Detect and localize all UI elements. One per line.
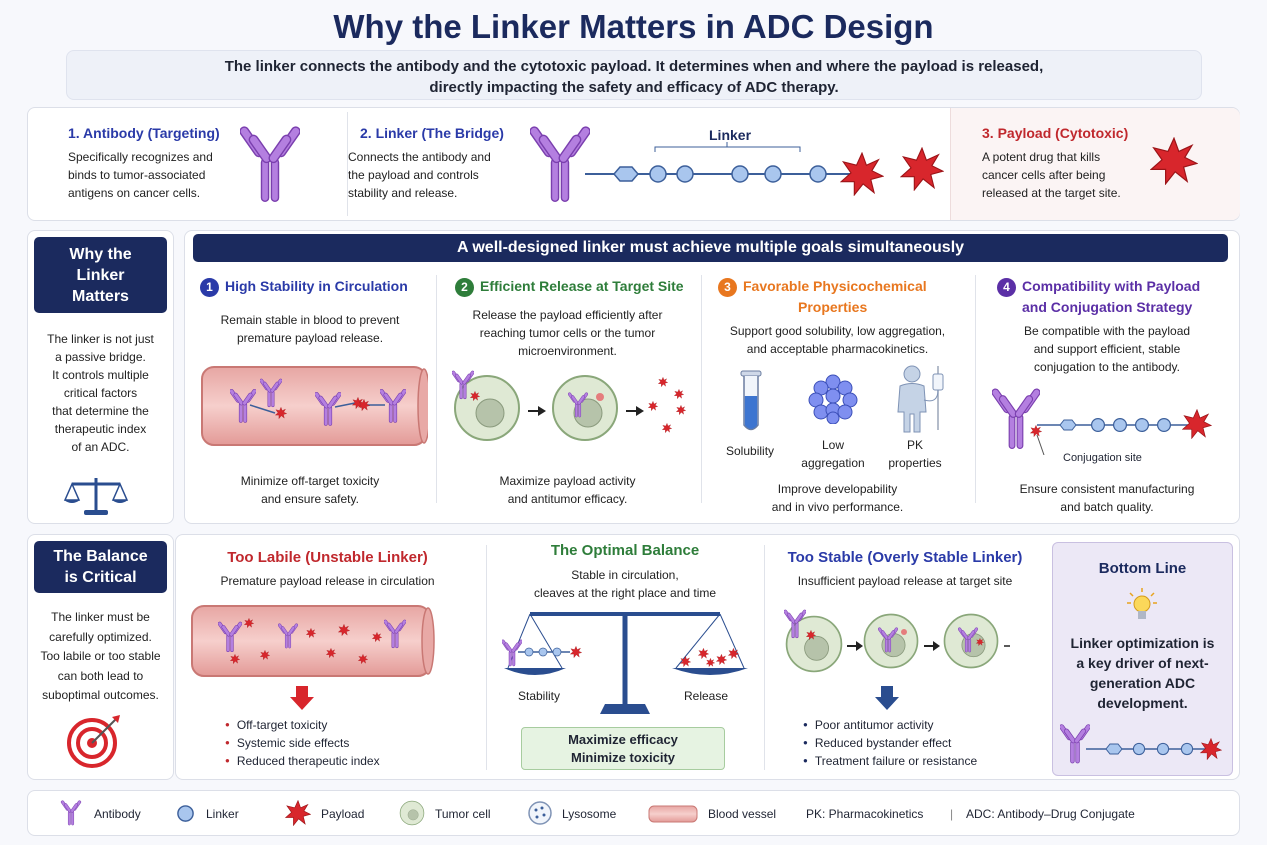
goal-3-desc: Support good solubility, low aggregation… (729, 324, 946, 356)
test-tube-icon (740, 370, 762, 431)
legend-tumor-cell-label: Tumor cell (435, 807, 491, 821)
arrow-down-icon (290, 686, 314, 710)
goals-banner: A well-designed linker must achieve mult… (193, 234, 1228, 262)
legend-lysosome-icon (528, 801, 552, 825)
solubility-label: Solubility (726, 444, 775, 458)
page-title: Why the Linker Matters in ADC Design (333, 8, 934, 45)
legend-payload-label: Payload (321, 807, 365, 821)
pk-person-icon (897, 365, 944, 433)
lightbulb-icon (1127, 588, 1157, 619)
antibody-heading: 1. Antibody (Targeting) (68, 125, 220, 141)
blood-vessel-stable-image (201, 366, 428, 446)
legend-blood-vessel-label: Blood vessel (708, 807, 777, 821)
legend-linker-icon (177, 805, 194, 822)
legend-pk-note: PK: Pharmacokinetics (806, 807, 924, 821)
target-icon (67, 715, 120, 768)
adc-small-icon (1060, 723, 1222, 764)
divider (486, 545, 487, 770)
payload-icon (1150, 137, 1198, 185)
divider (975, 275, 976, 503)
antibody-icon (240, 124, 300, 203)
legend-lysosome-label: Lysosome (562, 807, 617, 821)
subtitle-line: The linker connects the antibody and the… (224, 58, 1044, 75)
arrow-down-icon (875, 686, 899, 710)
stable-outcomes: Poor antitumor activityReduced bystander… (803, 716, 977, 770)
linker-diagram-label: Linker (709, 127, 752, 143)
stability-label: Stability (518, 689, 561, 703)
optimal-title: The Optimal Balance (550, 542, 700, 559)
balance-scale-image (502, 612, 748, 714)
scale-icon (63, 478, 129, 515)
legend-antibody-icon (60, 799, 82, 826)
labile-outcomes: Off-target toxicitySystemic side effects… (225, 716, 380, 770)
conjugation-site-label: Conjugation site (1063, 452, 1142, 464)
insufficient-release-image (784, 609, 1010, 673)
legend-tumor-cell-icon (399, 800, 425, 826)
subtitle-line: directly impacting the safety and effica… (429, 79, 839, 96)
payload-heading: 3. Payload (Cytotoxic) (982, 125, 1129, 141)
stable-title: Too Stable (Overly Stable Linker) (787, 549, 1023, 566)
legend-blood-vessel-icon (648, 805, 698, 823)
labile-sub: Premature payload release in circulation (220, 574, 435, 588)
legend-separator: | (950, 807, 954, 821)
legend-antibody-label: Antibody (94, 807, 141, 821)
aggregation-icon (808, 374, 858, 424)
stable-sub: Insufficient payload release at target s… (797, 574, 1013, 588)
divider (764, 545, 765, 770)
legend-bar (27, 790, 1240, 836)
adc-diagram-icon (530, 124, 944, 203)
bottom-line-heading: Bottom Line (1098, 560, 1187, 577)
legend-linker-label: Linker (206, 807, 239, 821)
labile-title: Too Labile (Unstable Linker) (227, 549, 428, 566)
divider (347, 112, 348, 216)
legend-payload-icon (285, 800, 311, 826)
linker-heading: 2. Linker (The Bridge) (360, 125, 504, 141)
blood-vessel-labile-image (191, 605, 435, 677)
legend-adc-note: ADC: Antibody–Drug Conjugate (966, 807, 1135, 821)
target-release-image (452, 370, 686, 441)
subtitle-box: The linker connects the antibody and the… (66, 50, 1202, 100)
divider (701, 275, 702, 503)
divider (436, 275, 437, 503)
release-label: Release (684, 689, 729, 703)
optimal-desc: Stable in circulation,cleaves at the rig… (533, 568, 717, 600)
conjugation-image (992, 387, 1212, 455)
